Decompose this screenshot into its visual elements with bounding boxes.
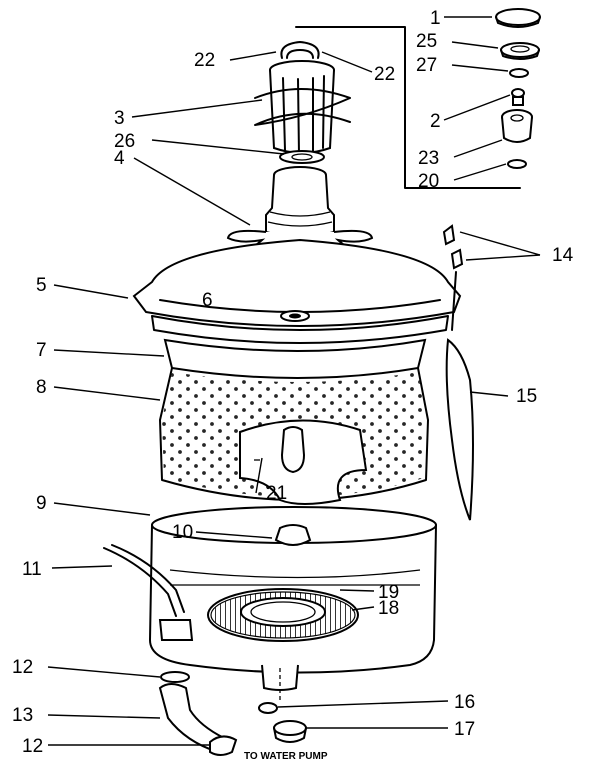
- callout-7: 7: [36, 340, 47, 361]
- callout-23: 23: [418, 148, 439, 169]
- callout-13: 13: [12, 705, 33, 726]
- tub-side-parts: [442, 224, 474, 521]
- wash-basket: [159, 338, 429, 505]
- callout-14: 14: [552, 245, 574, 266]
- callout-2: 2: [430, 111, 441, 132]
- callout-12-top: 12: [12, 657, 33, 678]
- callout-25: 25: [416, 31, 437, 52]
- agitator-cap-parts: [295, 8, 541, 189]
- seal: [279, 150, 325, 164]
- callout-5: 5: [36, 275, 47, 296]
- outer-tub: [149, 506, 437, 700]
- callout-10: 10: [172, 522, 193, 543]
- leader-lines: [47, 16, 541, 746]
- overflow-hose: [103, 544, 194, 641]
- callout-19: 19: [378, 582, 399, 603]
- callout-12-bottom: 12: [22, 736, 43, 757]
- to-water-pump-caption: TO WATER PUMP: [244, 751, 328, 762]
- mounting-hardware: [258, 702, 307, 743]
- callout-11: 11: [22, 559, 42, 580]
- callout-labels: 1 25 27 2 23 20 22 22 3 26 4 5 6 7 8 9 1…: [12, 8, 574, 762]
- callout-27: 27: [416, 55, 437, 76]
- callout-8: 8: [36, 377, 47, 398]
- callout-4: 4: [114, 148, 125, 169]
- callout-15: 15: [516, 386, 537, 407]
- agitator-auger: [254, 60, 351, 156]
- callout-26: 26: [114, 131, 135, 152]
- callout-18: 18: [378, 598, 399, 619]
- tub-cover: [132, 238, 462, 344]
- drain-elbow-hose: [158, 671, 238, 756]
- callout-1: 1: [430, 8, 441, 29]
- clip-ring: [280, 41, 320, 59]
- callout-16: 16: [454, 692, 475, 713]
- callout-22-left: 22: [194, 50, 215, 71]
- callout-3: 3: [114, 108, 125, 129]
- callout-21: 21: [266, 483, 287, 504]
- callout-17: 17: [454, 719, 475, 740]
- callout-22-right: 22: [374, 64, 395, 85]
- callout-6: 6: [202, 290, 213, 311]
- callout-20: 20: [418, 171, 439, 192]
- callout-9: 9: [36, 493, 47, 514]
